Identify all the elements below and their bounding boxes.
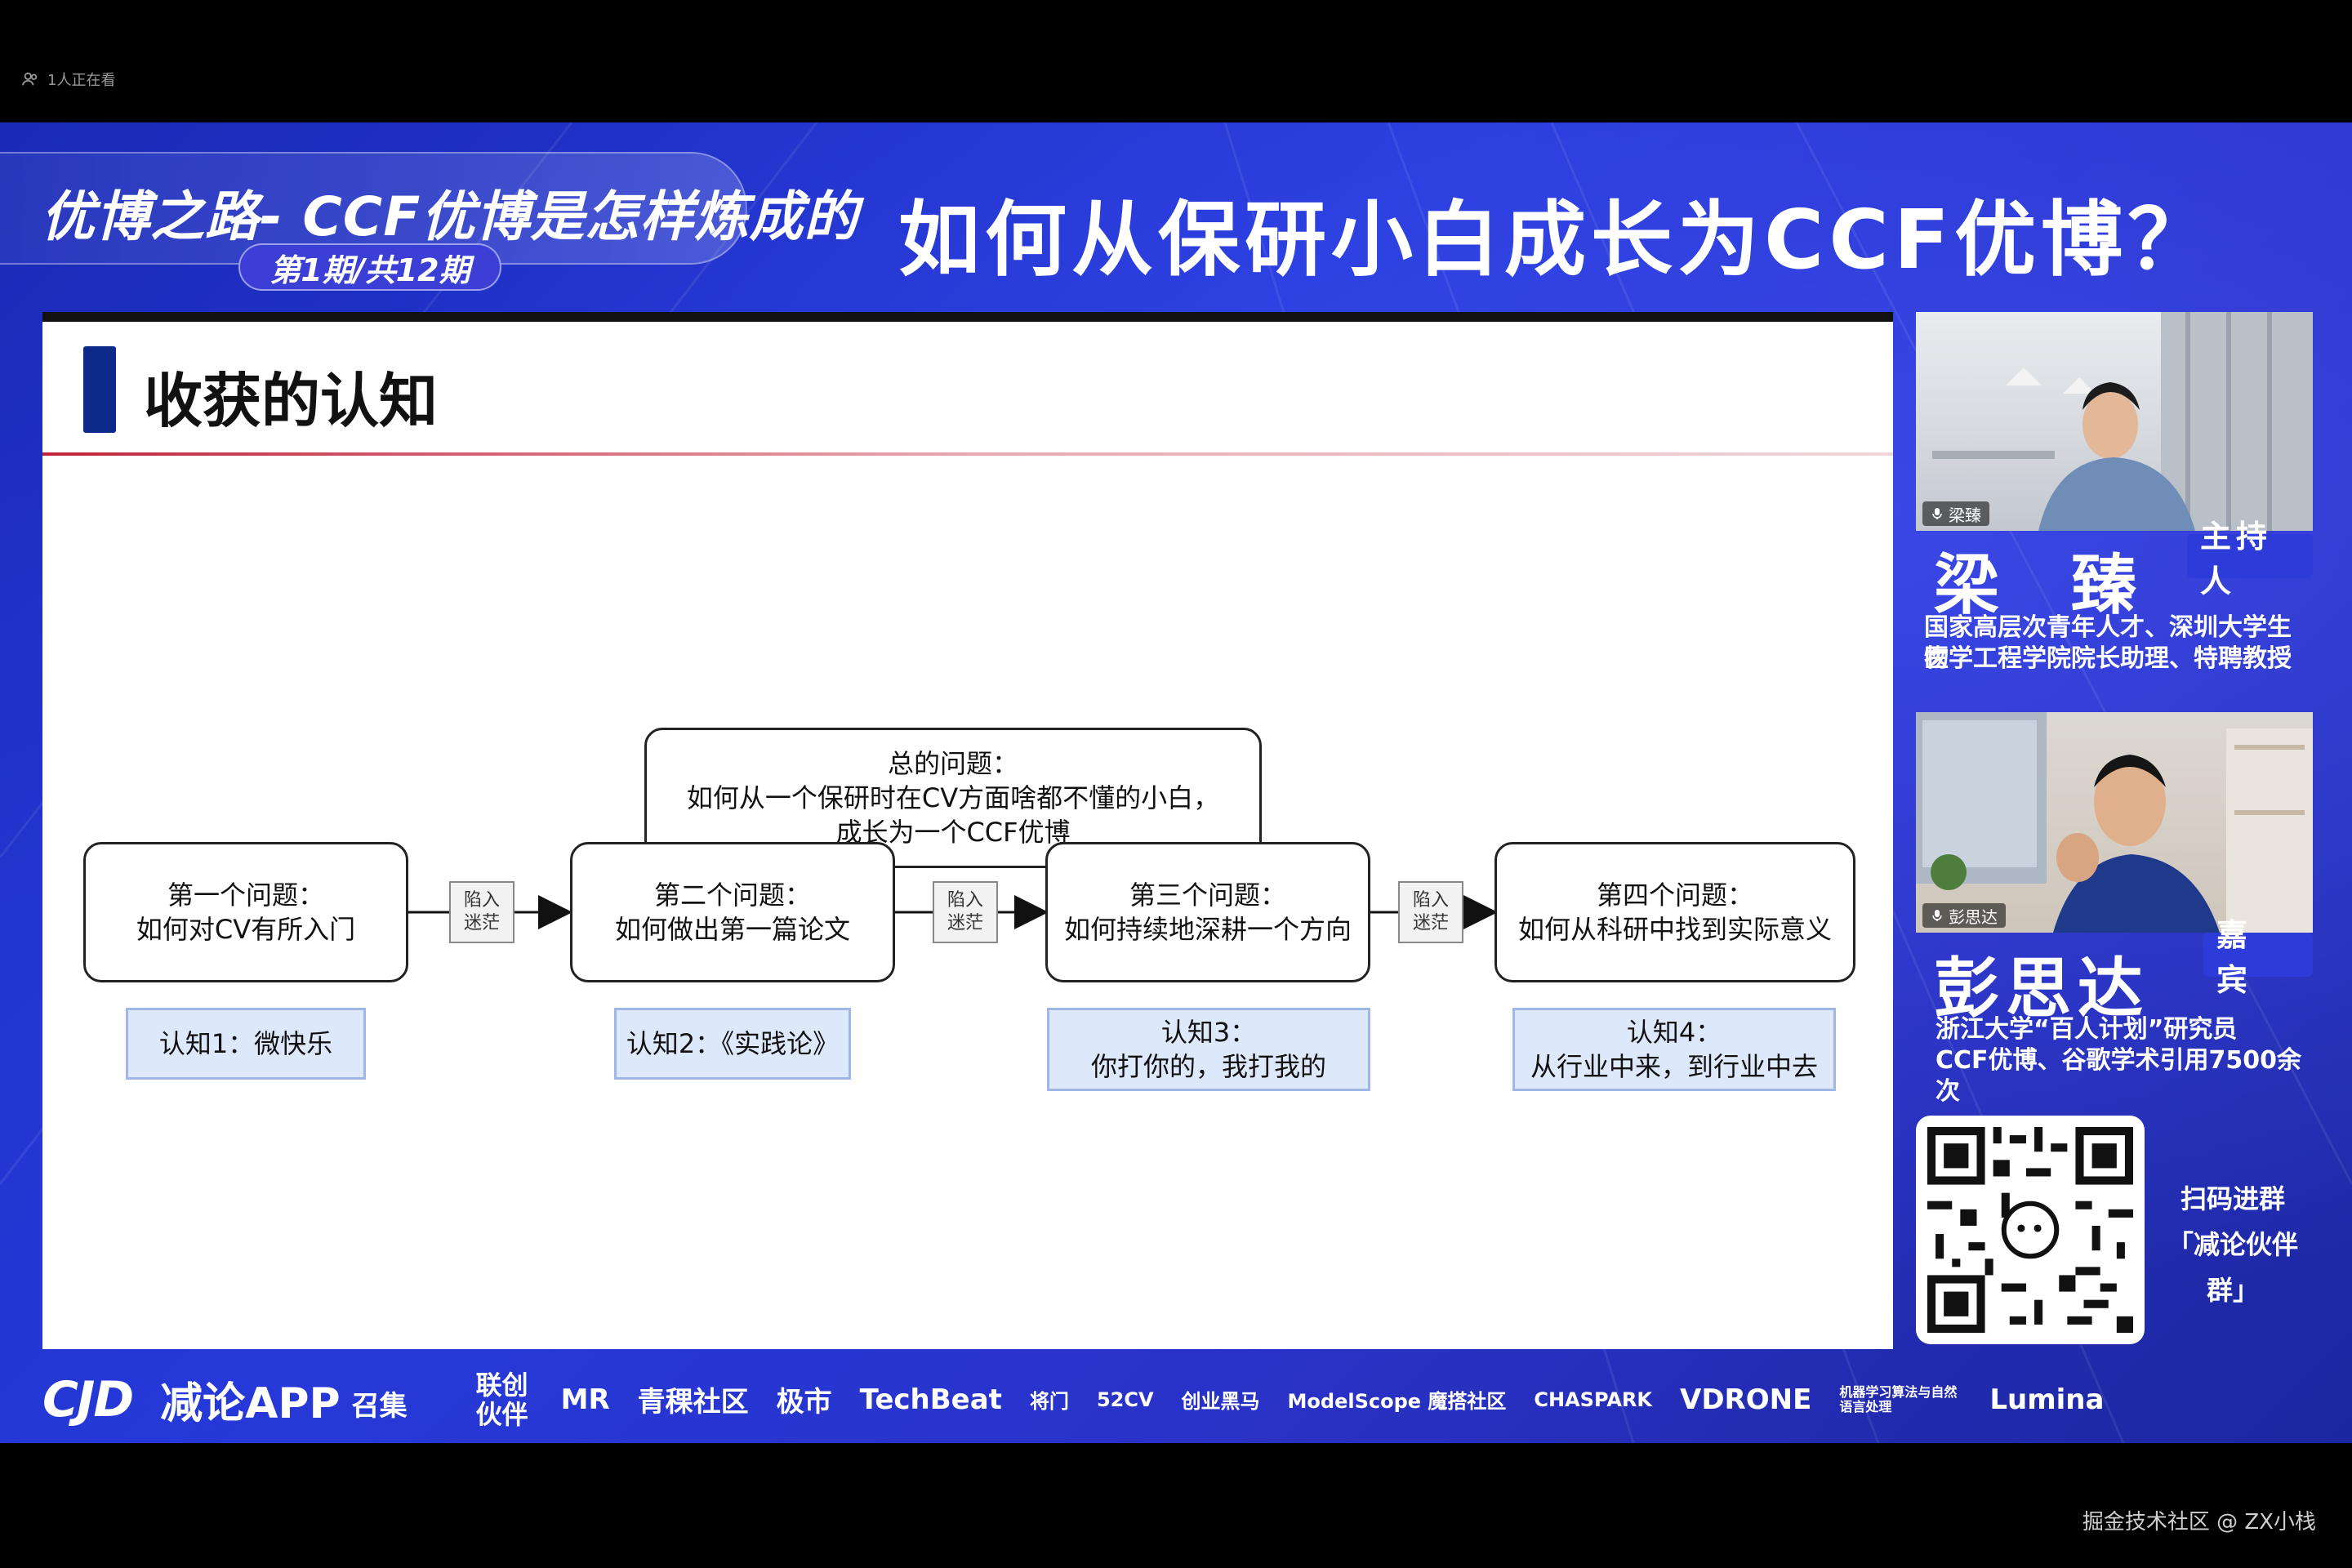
question-title: 第二个问题： <box>653 880 811 911</box>
cognition-text: 认知4： <box>1626 1017 1722 1048</box>
guest-name-card: 彭思达 嘉 宾 浙江大学“百人计划”研究员 CCF优博、谷歌学术引用7500余次 <box>1916 917 2313 1106</box>
bottom-bar <box>0 1443 2352 1568</box>
qr-code-icon <box>1927 1127 2133 1333</box>
viewers-icon <box>21 72 38 86</box>
app-logo: CJD <box>42 1370 134 1428</box>
guest-desc-line: CCF优博、谷歌学术引用7500余次 <box>1936 1046 2302 1106</box>
sponsor-logo-jishi: 极市 <box>776 1386 832 1419</box>
guest-cam-name: 彭思达 <box>1949 906 1998 927</box>
question-title: 第三个问题： <box>1129 880 1286 911</box>
series-title: 优博之路- CCF优博是怎样炼成的 <box>41 185 859 248</box>
qr-caption: 扫码进群 「减论伙伴群」 <box>2151 1176 2314 1313</box>
question-box-2: 第二个问题： 如何做出第一篇论文 <box>570 842 895 982</box>
microphone-icon <box>1932 508 1942 519</box>
question-text: 如何做出第一篇论文 <box>614 914 850 945</box>
cognition-text: 认知1：微快乐 <box>158 1028 333 1059</box>
overall-question-title: 总的问题： <box>887 748 1018 779</box>
broadcast-stage: 优博之路- CCF优博是怎样炼成的 第1期/共12期 如何从保研小白成长为CCF… <box>0 122 2352 1443</box>
trap-text: 陷入 <box>947 890 983 911</box>
cognition-box-3: 认知3： 你打你的，我打我的 <box>1047 1008 1370 1091</box>
trap-label-2: 陷入 迷茫 <box>933 881 998 943</box>
overall-question-line: 如何从一个保研时在CV方面啥都不懂的小白， <box>686 782 1220 813</box>
guest-name: 彭思达 <box>1934 951 2149 1027</box>
cognition-text: 认知2：《实践论》 <box>626 1028 840 1059</box>
guest-role-tag: 嘉 宾 <box>2203 917 2313 998</box>
question-text: 如何持续地深耕一个方向 <box>1063 914 1352 945</box>
question-title: 第一个问题： <box>167 880 324 911</box>
heading-accent-bar <box>83 346 116 433</box>
viewer-status-text: 1人正在看 <box>47 72 116 89</box>
trap-text: 陷入 <box>1412 890 1449 911</box>
sponsor-logo-chaspark: CHASPARK <box>1534 1388 1653 1411</box>
cognition-text: 从行业中来，到行业中去 <box>1530 1051 1818 1082</box>
sponsor-logo-qingke: 青稞社区 <box>637 1386 749 1419</box>
host-desc-line: 医学工程学院院长助理、特聘教授 <box>1924 644 2292 673</box>
cognition-box-1: 认知1：微快乐 <box>126 1008 366 1080</box>
app-name: 减论APP <box>160 1379 341 1428</box>
top-bar <box>0 0 2352 122</box>
viewer-count: 1人正在看 <box>21 69 115 90</box>
sponsor-logo-jiangmen: 将门 <box>1029 1390 1069 1413</box>
cognition-box-4: 认知4： 从行业中来，到行业中去 <box>1512 1008 1836 1091</box>
guest-cam-label: 彭思达 <box>1922 903 2006 928</box>
qr-caption-line: 「减论伙伴群」 <box>2167 1229 2298 1306</box>
main-title: 如何从保研小白成长为CCF优博？ <box>898 192 2215 287</box>
sponsor-logo-modelscope: ModelScope 魔搭社区 <box>1287 1390 1507 1413</box>
partner-label: 联创伙伴 <box>475 1369 528 1430</box>
trap-text: 陷入 <box>463 890 500 911</box>
trap-text: 迷茫 <box>463 913 500 933</box>
host-video[interactable]: 梁臻 <box>1916 312 2313 531</box>
trap-label-3: 陷入 迷茫 <box>1398 881 1463 943</box>
trap-text: 迷茫 <box>1412 913 1449 933</box>
microphone-icon <box>1932 910 1942 921</box>
cognition-box-2: 认知2：《实践论》 <box>614 1008 851 1080</box>
question-title: 第四个问题： <box>1596 880 1753 911</box>
host-cam-name: 梁臻 <box>1949 505 1981 525</box>
sponsor-logo-heima: 创业黑马 <box>1181 1390 1260 1413</box>
guest-video[interactable]: 彭思达 <box>1916 712 2313 933</box>
qr-code <box>1916 1116 2145 1344</box>
qr-caption-line: 扫码进群 <box>2180 1183 2285 1214</box>
host-name: 梁 臻 <box>1934 547 2161 623</box>
question-text: 如何从科研中找到实际意义 <box>1517 914 1832 945</box>
recruit-label: 召集 <box>351 1390 408 1423</box>
guest-video-frame <box>1916 712 2313 933</box>
question-box-4: 第四个问题： 如何从科研中找到实际意义 <box>1494 842 1855 982</box>
question-box-3: 第三个问题： 如何持续地深耕一个方向 <box>1045 842 1370 982</box>
presentation-slide: 收获的认知 总的问题： 如何从一个保研时在CV方面啥都不懂的小白， 成长为一个C… <box>42 312 1893 1349</box>
heading-divider <box>42 452 1893 456</box>
host-video-frame <box>1932 312 2313 531</box>
cognition-text: 认知3： <box>1160 1017 1257 1048</box>
question-box-1: 第一个问题： 如何对CV有所入门 <box>83 842 408 982</box>
sponsor-logo-mlnlp: 机器学习算法与自然语言处理 <box>1839 1383 1958 1414</box>
sponsor-logo-52cv: 52CV <box>1096 1388 1154 1411</box>
sponsor-logo-techbeat: TechBeat <box>859 1383 1002 1416</box>
host-cam-label: 梁臻 <box>1922 501 1989 526</box>
watermark: 掘金技术社区 @ ZX小栈 <box>2082 1510 2316 1535</box>
sponsor-logo-vdrone: VDRONE <box>1680 1383 1812 1416</box>
issue-badge: 第1期/共12期 <box>238 243 501 291</box>
guest-desc-line: 浙江大学“百人计划”研究员 <box>1936 1015 2238 1044</box>
sponsor-logo-mr: MR <box>560 1383 610 1416</box>
slide-heading: 收获的认知 <box>144 367 439 435</box>
host-desc-line: 国家高层次青年人才、深圳大学生物 <box>1924 613 2292 673</box>
question-text: 如何对CV有所入门 <box>136 914 356 945</box>
trap-text: 迷茫 <box>947 913 983 933</box>
sponsor-logo-lumina: Lumina <box>1989 1383 2105 1416</box>
host-name-card: 梁 臻 主持人 国家高层次青年人才、深圳大学生物 医学工程学院院长助理、特聘教授 <box>1916 519 2313 681</box>
host-role-tag: 主持人 <box>2187 519 2313 599</box>
sponsor-bar: CJD 减论APP 召集 联创伙伴 MR 青稞社区 极市 TechBeat 将门… <box>0 1356 2352 1443</box>
trap-label-1: 陷入 迷茫 <box>449 881 514 943</box>
cognition-text: 你打你的，我打我的 <box>1090 1051 1326 1082</box>
